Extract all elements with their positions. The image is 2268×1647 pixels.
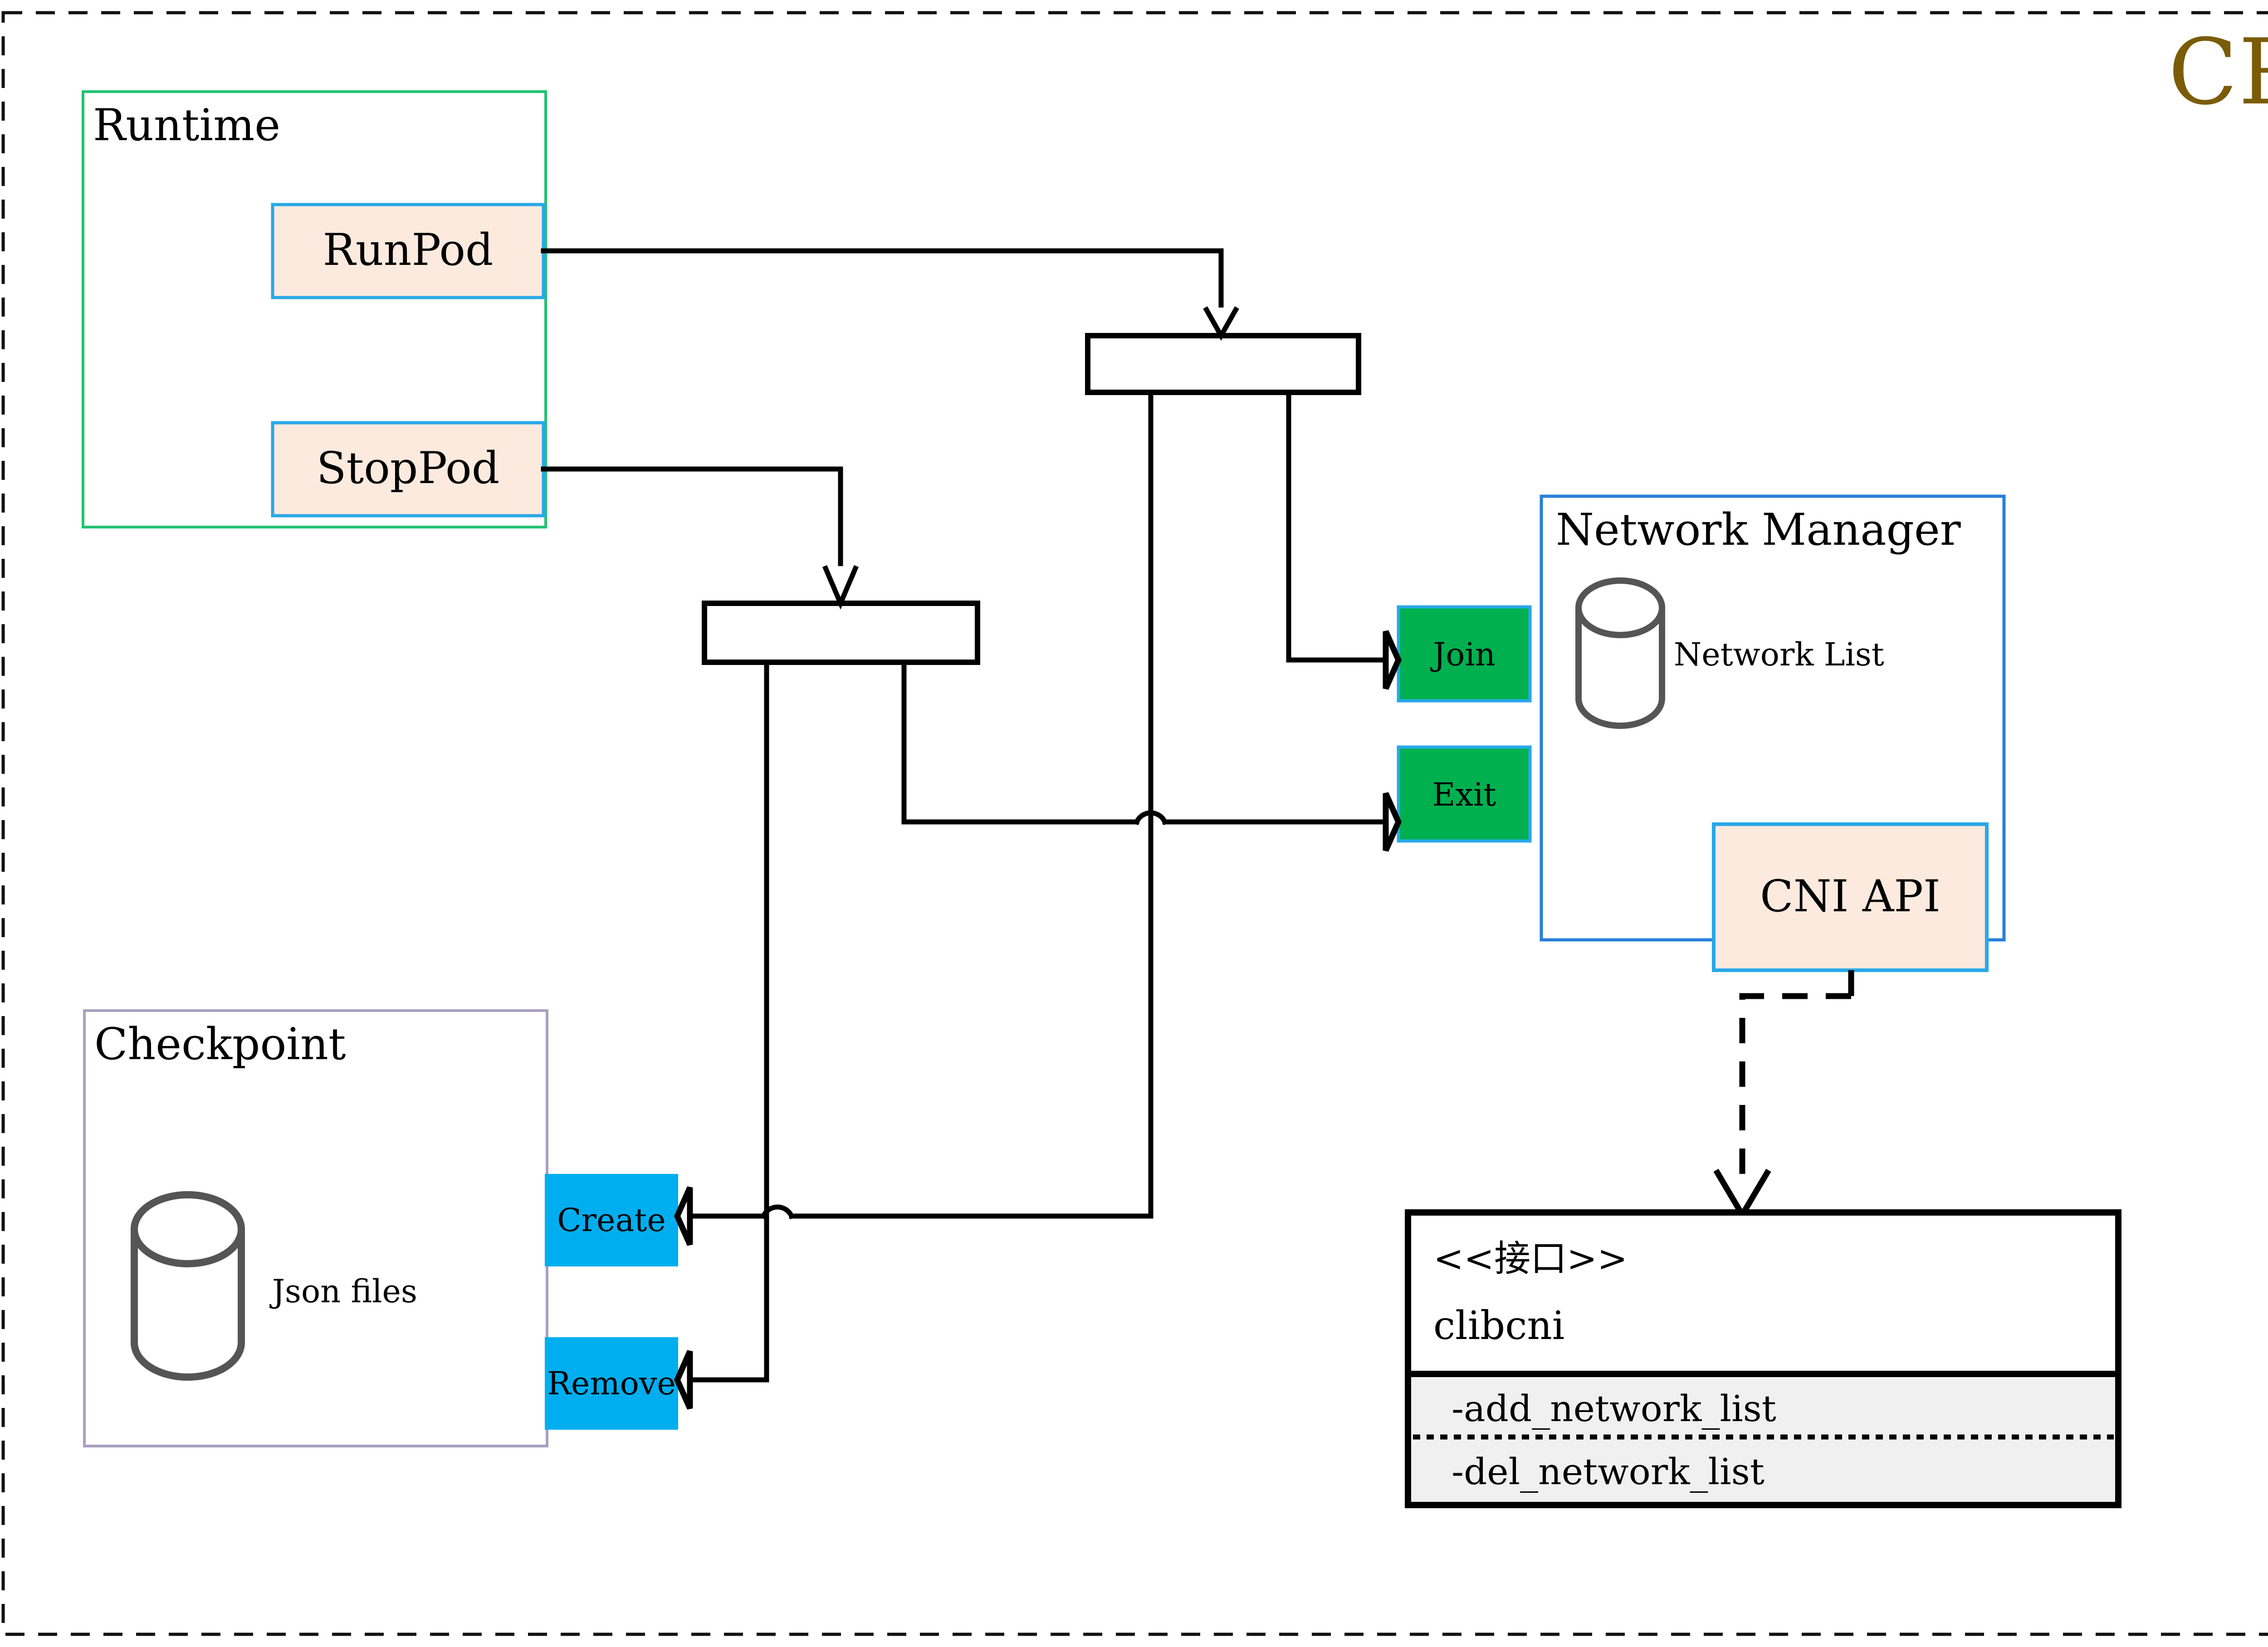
label-cni-api: CNI API [1760, 871, 1941, 922]
line-bar-top-to-join [1286, 390, 1388, 663]
label-join: Join [1433, 636, 1496, 673]
clibcni-stereotype: <<接口>> [1433, 1237, 1628, 1280]
line-dependency-dashed [1739, 993, 1851, 1185]
label-remove: Remove [547, 1365, 676, 1402]
cylinder-icon-network-list [1575, 577, 1665, 729]
outer-frame [1, 11, 2268, 1636]
line-bar-bottom-right [901, 660, 1139, 825]
arrowhead-open-clibcni [1713, 1168, 1771, 1221]
page-title: CRI [2168, 20, 2268, 125]
arrowhead-remove [674, 1350, 693, 1410]
label-network-list: Network List [1674, 636, 1884, 673]
port-remove[interactable] [545, 1337, 678, 1430]
label-stoppod: StopPod [316, 443, 500, 494]
line-bar-bottom-left [689, 660, 769, 1383]
clibcni-operation-del: -del_network_list [1452, 1451, 1765, 1493]
arrowhead-join [1383, 630, 1402, 690]
connector-bar-top [1085, 333, 1361, 395]
line-exit-hop [1133, 810, 1168, 826]
arrowhead-create [674, 1186, 693, 1246]
label-json-files: Json files [272, 1273, 417, 1310]
box-clibcni-outline [1405, 1209, 2121, 1508]
group-label-network-manager: Network Manager [1556, 504, 1961, 555]
group-label-runtime: Runtime [93, 100, 281, 151]
arrowhead-into-bar-top [1203, 306, 1239, 341]
connector-bar-bottom [702, 601, 980, 665]
label-runpod: RunPod [323, 225, 494, 275]
arrowhead-into-bar-bottom [822, 565, 859, 610]
label-create: Create [557, 1202, 666, 1239]
line-stoppod-to-bar [541, 466, 843, 570]
clibcni-operation-add: -add_network_list [1452, 1388, 1776, 1430]
group-label-checkpoint: Checkpoint [94, 1019, 346, 1070]
port-exit[interactable] [1397, 745, 1532, 843]
clibcni-name: clibcni [1433, 1303, 1565, 1349]
cylinder-icon-json-files [131, 1191, 245, 1381]
label-exit: Exit [1432, 776, 1496, 813]
box-stoppod[interactable] [271, 421, 545, 518]
group-runtime [82, 90, 547, 528]
line-runpod-to-bar [541, 248, 1224, 311]
arrowhead-exit [1383, 792, 1402, 852]
